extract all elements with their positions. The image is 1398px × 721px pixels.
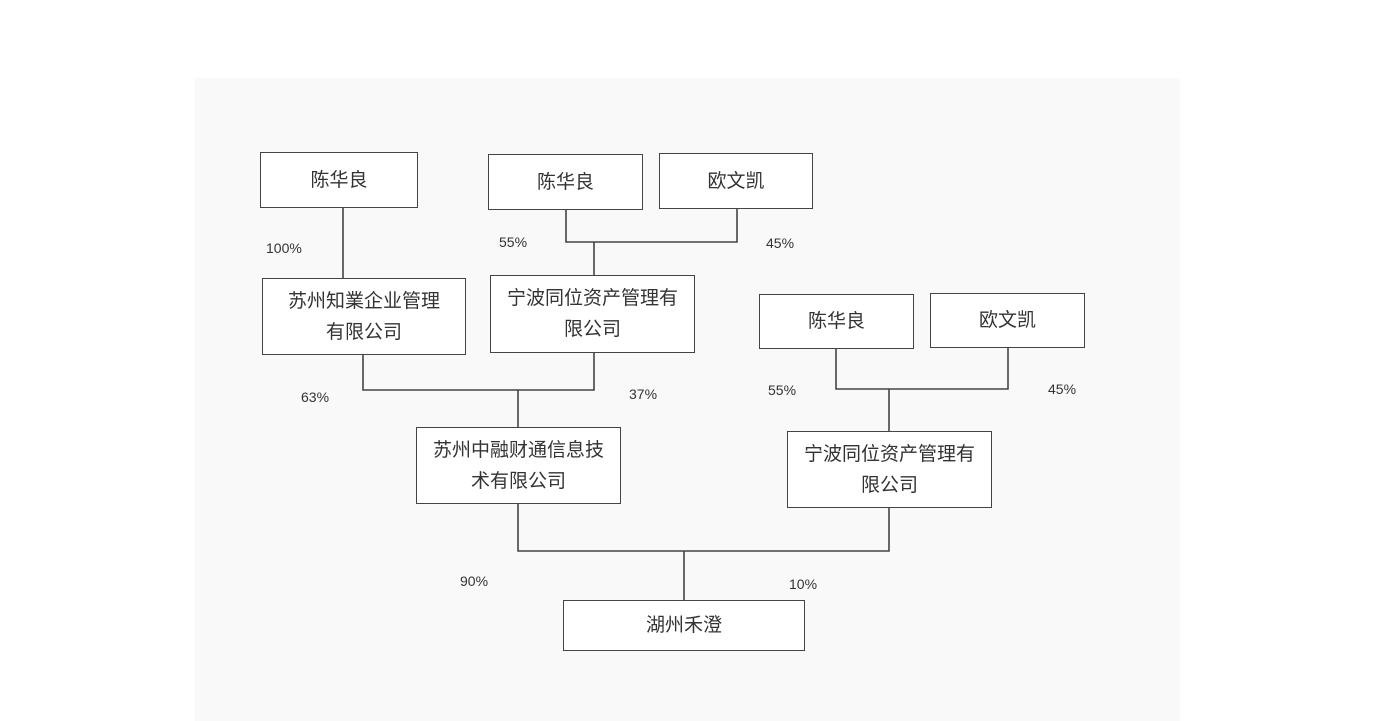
node-label: 宁波同位资产管理有限公司 (507, 287, 679, 340)
node-ningbo-tongwei-left: 宁波同位资产管理有限公司 (490, 275, 695, 353)
percentage-label: 63% (301, 389, 330, 405)
node-huzhou-hecheng: 湖州禾澄 (563, 600, 805, 651)
node-label: 湖州禾澄 (645, 614, 722, 636)
percentage-label: 100% (266, 240, 302, 256)
percentage-label: 55% (499, 234, 528, 250)
node-label: 宁波同位资产管理有限公司 (804, 442, 976, 496)
connector-line (517, 503, 890, 552)
connector-line (565, 209, 738, 243)
percentage-label: 37% (629, 386, 658, 402)
percentage-label: 55% (768, 382, 797, 398)
node-label: 欧文凯 (707, 169, 765, 192)
node-chen-hualiang-top-mid: 陈华良 (488, 154, 643, 210)
connector-line (835, 348, 1009, 390)
node-label: 欧文凯 (978, 309, 1036, 331)
connector-line (362, 352, 595, 391)
percentage-label: 45% (766, 235, 795, 251)
node-chen-hualiang-top-left: 陈华良 (260, 152, 418, 208)
percentage-label: 10% (789, 576, 818, 592)
node-ou-wenkai-right: 欧文凯 (930, 293, 1085, 348)
node-chen-hualiang-right: 陈华良 (759, 294, 914, 349)
node-label: 陈华良 (310, 168, 368, 191)
node-label: 苏州中融财通信息技术有限公司 (433, 438, 605, 492)
node-label: 苏州知業企业管理有限公司 (287, 289, 440, 343)
node-label: 陈华良 (807, 310, 865, 332)
node-suzhou-zhiye: 苏州知業企业管理有限公司 (262, 278, 466, 355)
percentage-label: 45% (1048, 381, 1077, 397)
node-ningbo-tongwei-right: 宁波同位资产管理有限公司 (787, 431, 992, 508)
node-ou-wenkai-top: 欧文凯 (659, 153, 813, 209)
percentage-label: 90% (460, 573, 489, 589)
node-label: 陈华良 (536, 170, 594, 193)
node-suzhou-zhongrong: 苏州中融财通信息技术有限公司 (416, 427, 621, 504)
